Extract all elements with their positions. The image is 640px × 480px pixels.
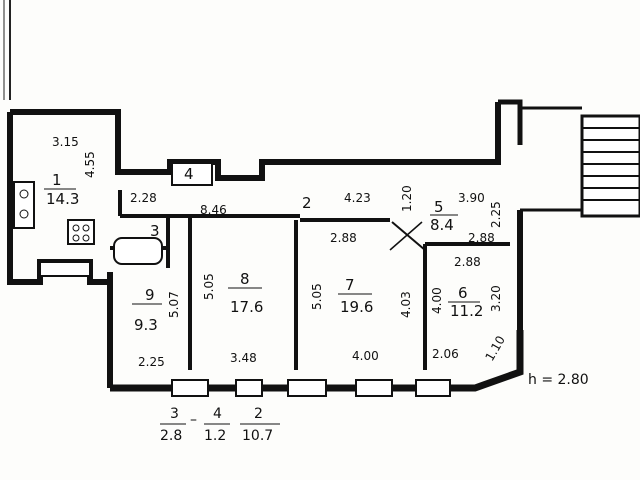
legend-area-2: 1.2 (204, 428, 226, 444)
legend-area-3: 10.7 (242, 428, 273, 444)
room-9-area: 9.3 (134, 316, 158, 334)
dim-21: 4.00 (352, 349, 379, 363)
room-8-number: 8 (240, 270, 250, 288)
windows (39, 261, 451, 397)
room-7-number: 7 (345, 276, 355, 294)
dim-1: 3.15 (52, 135, 79, 149)
legend-number-2: 4 (213, 406, 222, 422)
staircase (520, 106, 640, 218)
diagonal-wall (391, 221, 426, 251)
room-8-area: 17.6 (230, 298, 263, 316)
room-4-number: 4 (184, 165, 194, 183)
dim-19: 2.25 (138, 355, 165, 369)
dim-10: 2.88 (468, 231, 495, 245)
legend-number-3: 2 (254, 406, 263, 422)
sink-icon (13, 181, 35, 229)
room-4-box (171, 162, 213, 186)
dim-5: 4.23 (344, 191, 371, 205)
dim-2: 4.55 (83, 151, 97, 178)
room-9-number: 9 (145, 286, 155, 304)
dim-18: 1.10 (482, 333, 507, 363)
room-5-area: 8.4 (430, 216, 454, 234)
dim-7: 3.90 (458, 191, 485, 205)
dim-15: 5.05 (310, 283, 324, 310)
legend-area-1: 2.8 (160, 428, 182, 444)
room-1-area: 14.3 (46, 190, 79, 208)
dim-16: 4.03 (399, 291, 413, 318)
dim-4: 8.46 (200, 203, 227, 217)
dim-17: 4.00 (430, 287, 444, 314)
legend: 3 2.8 – 4 1.2 2 10.7 (160, 406, 280, 444)
ceiling-height: h = 2.80 (528, 372, 589, 388)
legend-sep: – (190, 412, 197, 428)
bathtub-icon (113, 237, 163, 265)
room-6-number: 6 (458, 284, 468, 302)
dim-13: 5.05 (202, 273, 216, 300)
dim-14: 5.07 (167, 291, 181, 318)
dim-8: 2.25 (489, 201, 503, 228)
room-number-underlines (44, 188, 480, 305)
room-5-number: 5 (434, 198, 444, 216)
dim-9: 2.88 (330, 231, 357, 245)
dim-3: 2.28 (130, 191, 157, 205)
stove-icon (67, 219, 95, 245)
legend-number-1: 3 (170, 406, 179, 422)
room-6-area: 11.2 (450, 302, 483, 320)
dim-11: 2.88 (454, 255, 481, 269)
room-1-number: 1 (52, 171, 62, 189)
door-swing (389, 221, 423, 251)
room-3-number: 3 (150, 222, 160, 240)
dim-6: 1.20 (400, 185, 414, 212)
dim-12: 3.20 (489, 285, 503, 312)
room-2-number: 2 (302, 194, 312, 212)
dim-22: 2.06 (432, 347, 459, 361)
dim-20: 3.48 (230, 351, 257, 365)
room-7-area: 19.6 (340, 298, 373, 316)
